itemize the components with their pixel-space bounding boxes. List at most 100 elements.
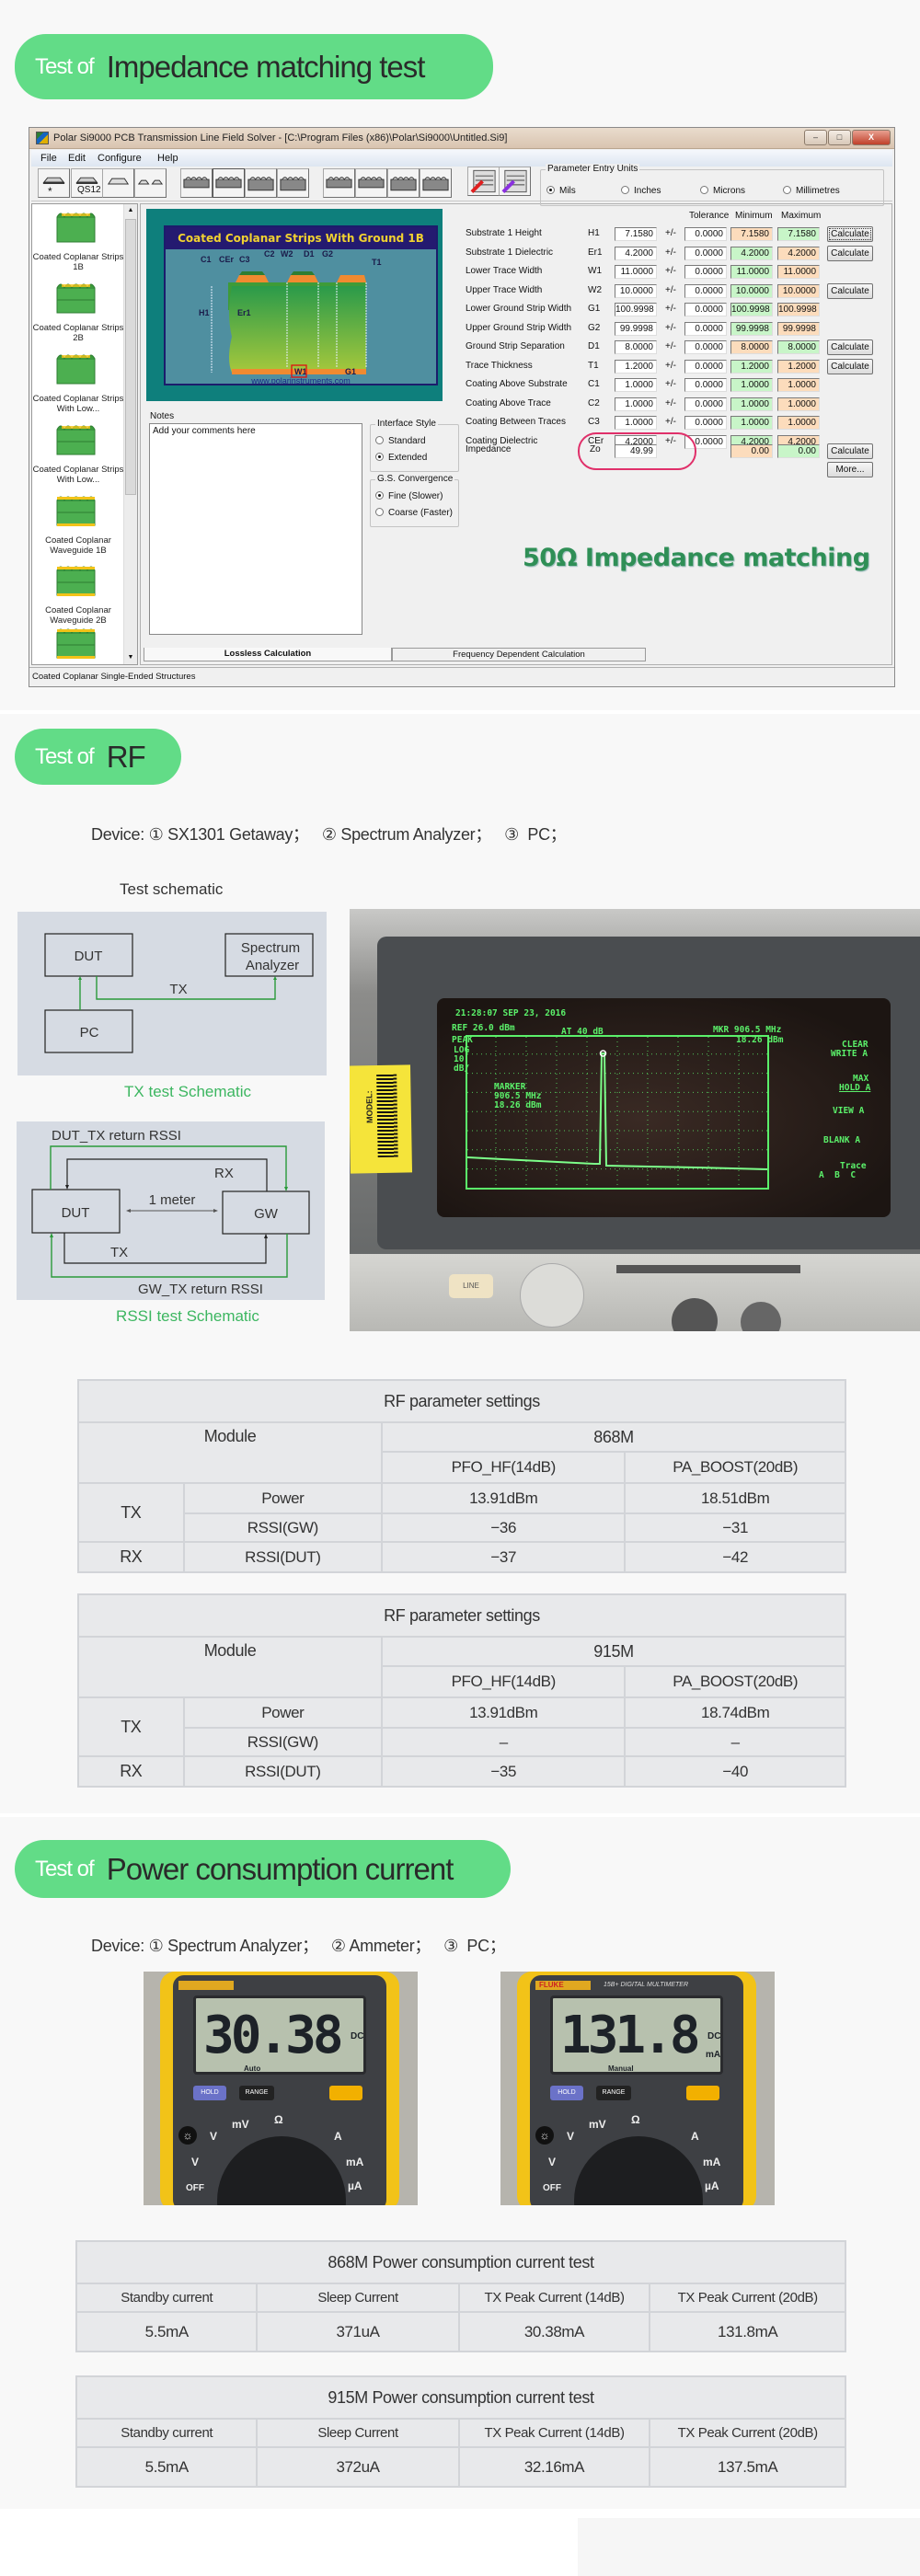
structure-type-button[interactable] bbox=[355, 168, 387, 198]
units-radio-microns[interactable]: Microns bbox=[700, 186, 745, 196]
param-value-field[interactable]: 8.0000 bbox=[615, 340, 657, 354]
structure-type-button[interactable] bbox=[387, 168, 420, 198]
interface-radio-extended[interactable]: Extended bbox=[375, 453, 427, 463]
structure-type-button[interactable] bbox=[102, 168, 134, 198]
param-tolerance-field[interactable]: 0.0000 bbox=[684, 283, 727, 298]
structure-type-button[interactable]: QS12 bbox=[71, 168, 103, 198]
menu-edit[interactable]: Edit bbox=[68, 153, 86, 164]
param-value-field[interactable]: 1.0000 bbox=[615, 378, 657, 392]
rf-device-list: Device: ① SX1301 Getaway； ② Spectrum Ana… bbox=[91, 825, 567, 844]
dial-mv: mV bbox=[589, 2118, 606, 2131]
section-prefix: Test of bbox=[35, 1856, 95, 1881]
menu-file[interactable]: File bbox=[40, 153, 57, 164]
param-tolerance-field[interactable]: 0.0000 bbox=[684, 416, 727, 430]
param-minimum-field: 1.0000 bbox=[730, 397, 773, 411]
structure-type-button[interactable] bbox=[245, 168, 277, 198]
param-value-field[interactable]: 1.0000 bbox=[615, 416, 657, 430]
param-calculate-button[interactable]: Calculate bbox=[827, 339, 873, 355]
table-title: 915M Power consumption current test bbox=[75, 2375, 846, 2420]
structure-type-button[interactable] bbox=[134, 168, 167, 198]
interface-radio-standard[interactable]: Standard bbox=[375, 436, 426, 446]
param-tolerance-field[interactable]: 0.0000 bbox=[684, 246, 727, 260]
units-radio-mils[interactable]: Mils bbox=[546, 186, 576, 196]
param-tolerance-field[interactable]: 0.0000 bbox=[684, 359, 727, 374]
notes-textarea[interactable]: Add your comments here bbox=[149, 423, 362, 635]
scroll-thumb[interactable] bbox=[125, 219, 136, 495]
plus-minus-label: +/- bbox=[665, 322, 676, 333]
row-value: −36 bbox=[381, 1512, 627, 1543]
param-minimum-field: 10.0000 bbox=[730, 283, 773, 298]
label-er1: Er1 bbox=[237, 308, 251, 317]
param-value-field[interactable]: 7.1580 bbox=[615, 227, 657, 241]
scroll-up-icon[interactable]: ▲ bbox=[127, 207, 134, 213]
structure-list-scrollbar[interactable]: ▲ ▼ bbox=[123, 204, 137, 664]
param-value-field[interactable]: 99.9998 bbox=[615, 321, 657, 336]
param-tolerance-field[interactable]: 0.0000 bbox=[684, 397, 727, 411]
param-maximum-field: 99.9998 bbox=[777, 321, 820, 336]
section-header-rf: Test of RF bbox=[15, 729, 181, 785]
range-button: RANGE bbox=[239, 2086, 274, 2100]
row-name: RSSI(GW) bbox=[182, 1727, 384, 1757]
band-header: 915M bbox=[381, 1636, 846, 1667]
param-label: Coating Above Trace bbox=[466, 397, 551, 408]
label-w1: W1 bbox=[294, 367, 307, 376]
param-tolerance-field[interactable]: 0.0000 bbox=[684, 340, 727, 354]
dial-v-dc: V bbox=[210, 2130, 218, 2143]
cell-value: 32.16mA bbox=[457, 2446, 651, 2488]
param-value-field[interactable]: 10.0000 bbox=[615, 283, 657, 298]
row-value: −40 bbox=[624, 1755, 846, 1788]
more-button[interactable]: More... bbox=[827, 462, 873, 477]
import-table-button[interactable] bbox=[499, 167, 531, 196]
menu-help[interactable]: Help bbox=[157, 153, 178, 164]
analyzer-box bbox=[224, 933, 314, 977]
structure-type-button[interactable] bbox=[323, 168, 355, 198]
close-button[interactable]: X bbox=[852, 130, 891, 145]
units-radio-inches[interactable]: Inches bbox=[621, 186, 661, 196]
brand-label: FLUKE bbox=[539, 1981, 564, 1989]
structure-type-button[interactable] bbox=[180, 168, 213, 198]
menu-configure[interactable]: Configure bbox=[98, 153, 142, 164]
row-value: 13.91dBm bbox=[381, 1696, 627, 1729]
tab-lossless-calculation[interactable]: Lossless Calculation bbox=[144, 648, 392, 661]
param-value-field[interactable]: 1.0000 bbox=[615, 397, 657, 411]
header-maximum: Maximum bbox=[781, 211, 822, 221]
dial-mv: mV bbox=[232, 2118, 249, 2131]
param-tolerance-field[interactable]: 0.0000 bbox=[684, 303, 727, 316]
dial-v-ac: V bbox=[191, 2156, 200, 2168]
param-value-field[interactable]: 100.9998 bbox=[615, 303, 657, 316]
impedance-value-field[interactable]: 49.99 bbox=[615, 444, 657, 458]
maximize-button[interactable]: □ bbox=[828, 130, 851, 145]
param-value-field[interactable]: 11.0000 bbox=[615, 265, 657, 279]
param-calculate-button[interactable]: Calculate bbox=[827, 226, 873, 242]
param-maximum-field: 10.0000 bbox=[777, 283, 820, 298]
param-tolerance-field[interactable]: 0.0000 bbox=[684, 321, 727, 336]
convergence-radio-coarse[interactable]: Coarse (Faster) bbox=[375, 508, 453, 518]
minimize-button[interactable]: – bbox=[804, 130, 827, 145]
tab-frequency-dependent[interactable]: Frequency Dependent Calculation bbox=[392, 648, 646, 661]
param-label: Coating Above Substrate bbox=[466, 379, 568, 389]
param-tolerance-field[interactable]: 0.0000 bbox=[684, 265, 727, 279]
impedance-calculate-button[interactable]: Calculate bbox=[827, 443, 873, 459]
param-calculate-button[interactable]: Calculate bbox=[827, 245, 873, 261]
param-calculate-button[interactable]: Calculate bbox=[827, 358, 873, 374]
param-tolerance-field[interactable]: 0.0000 bbox=[684, 378, 727, 392]
structure-icon bbox=[137, 179, 164, 185]
param-value-field[interactable]: 4.2000 bbox=[615, 246, 657, 260]
screen-scale: LOG bbox=[454, 1045, 470, 1055]
param-calculate-button[interactable]: Calculate bbox=[827, 282, 873, 299]
dial-ua: µA bbox=[348, 2179, 362, 2192]
app-icon bbox=[36, 132, 49, 144]
impedance-matching-overlay: 50Ω Impedance matching bbox=[523, 544, 870, 572]
convergence-radio-fine[interactable]: Fine (Slower) bbox=[375, 491, 443, 501]
units-radio-millimetres[interactable]: Millimetres bbox=[783, 186, 840, 196]
structure-type-button[interactable]: * bbox=[38, 168, 70, 198]
structure-type-button[interactable] bbox=[420, 168, 452, 198]
scroll-down-icon[interactable]: ▼ bbox=[127, 654, 134, 661]
export-table-button[interactable] bbox=[467, 167, 500, 196]
structure-type-button[interactable] bbox=[277, 168, 309, 198]
param-tolerance-field[interactable]: 0.0000 bbox=[684, 227, 727, 241]
structure-type-button[interactable] bbox=[213, 168, 245, 198]
param-value-field[interactable]: 1.2000 bbox=[615, 359, 657, 374]
